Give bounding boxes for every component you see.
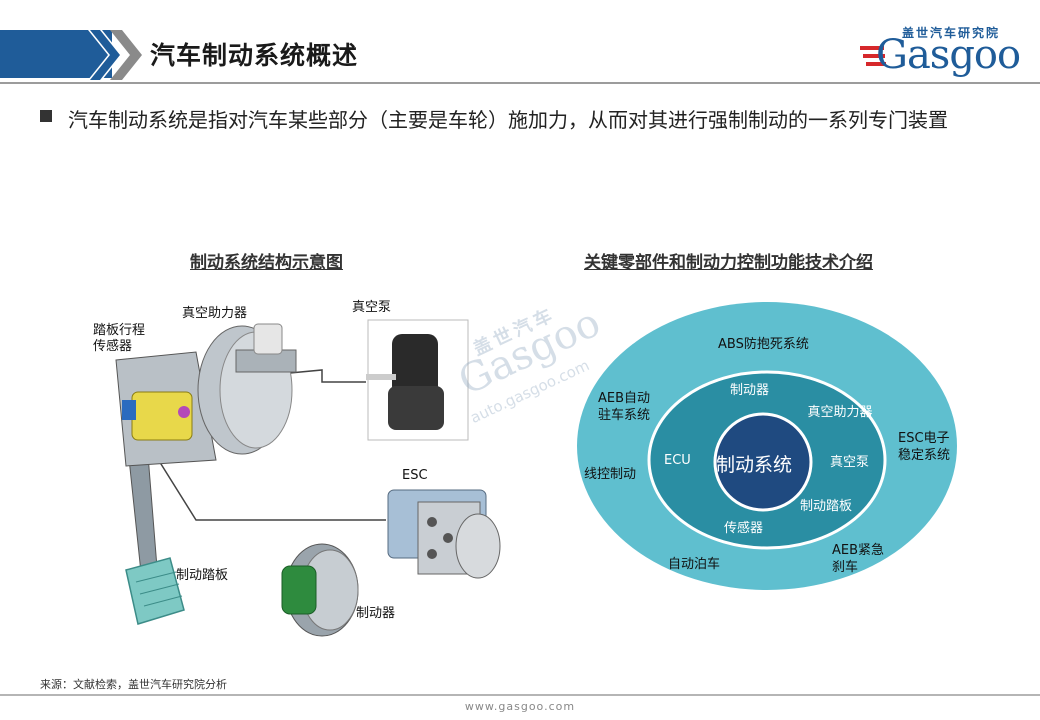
logo-chinese-text: 盖世汽车研究院 <box>902 26 1001 40</box>
footer-url: www.gasgoo.com <box>464 700 576 713</box>
brake-system-illustration <box>115 319 501 637</box>
source-note: 来源：文献检索，盖世汽车研究院分析 <box>40 678 227 691</box>
title-bar-accent <box>0 30 112 78</box>
outer-label-esc: ESC电子稳定系统 <box>898 431 951 463</box>
chevron-decoration-icon <box>88 30 142 80</box>
outer-label-auto-park: 自动泊车 <box>668 557 721 572</box>
right-section-title: 关键零部件和制动力控制功能技术介绍 <box>584 253 873 273</box>
inner-label-pump: 真空泵 <box>830 455 870 470</box>
label-brake-pedal: 制动踏板 <box>176 568 229 583</box>
header-divider <box>0 82 1040 84</box>
inner-label-ecu: ECU <box>664 453 691 468</box>
bullet-text: 汽车制动系统是指对汽车某些部分（主要是车轮）施加力，从而对其进行强制制动的一系列… <box>68 108 948 132</box>
left-section-title: 制动系统结构示意图 <box>190 253 343 273</box>
outer-label-aeb-park: AEB自动驻车系统 <box>598 391 651 423</box>
logo-wordmark: Gasgoo <box>876 32 1021 78</box>
logo-stripes-icon <box>860 46 886 66</box>
label-vacuum-booster: 真空助力器 <box>182 306 248 321</box>
outer-label-abs: ABS防抱死系统 <box>718 337 809 352</box>
core-label: 制动系统 <box>716 454 793 476</box>
outer-label-wire: 线控制动 <box>584 467 637 482</box>
inner-label-brake: 制动器 <box>730 383 770 398</box>
footer-divider <box>0 694 1040 696</box>
page-title: 汽车制动系统概述 <box>150 41 359 70</box>
outer-label-aeb-brake: AEB紧急刹车 <box>832 543 885 575</box>
inner-label-booster: 真空助力器 <box>807 405 873 420</box>
core-circle <box>713 412 813 512</box>
bullet-square-icon <box>40 110 52 122</box>
inner-label-pedal: 制动踏板 <box>800 499 853 514</box>
inner-label-sensor: 传感器 <box>724 521 764 536</box>
label-pedal-sensor: 踏板行程 传感器 <box>93 323 146 354</box>
label-esc: ESC <box>402 468 428 483</box>
label-brake: 制动器 <box>356 606 396 621</box>
brake-system-ring-diagram <box>577 302 957 590</box>
label-vacuum-pump: 真空泵 <box>352 300 392 315</box>
